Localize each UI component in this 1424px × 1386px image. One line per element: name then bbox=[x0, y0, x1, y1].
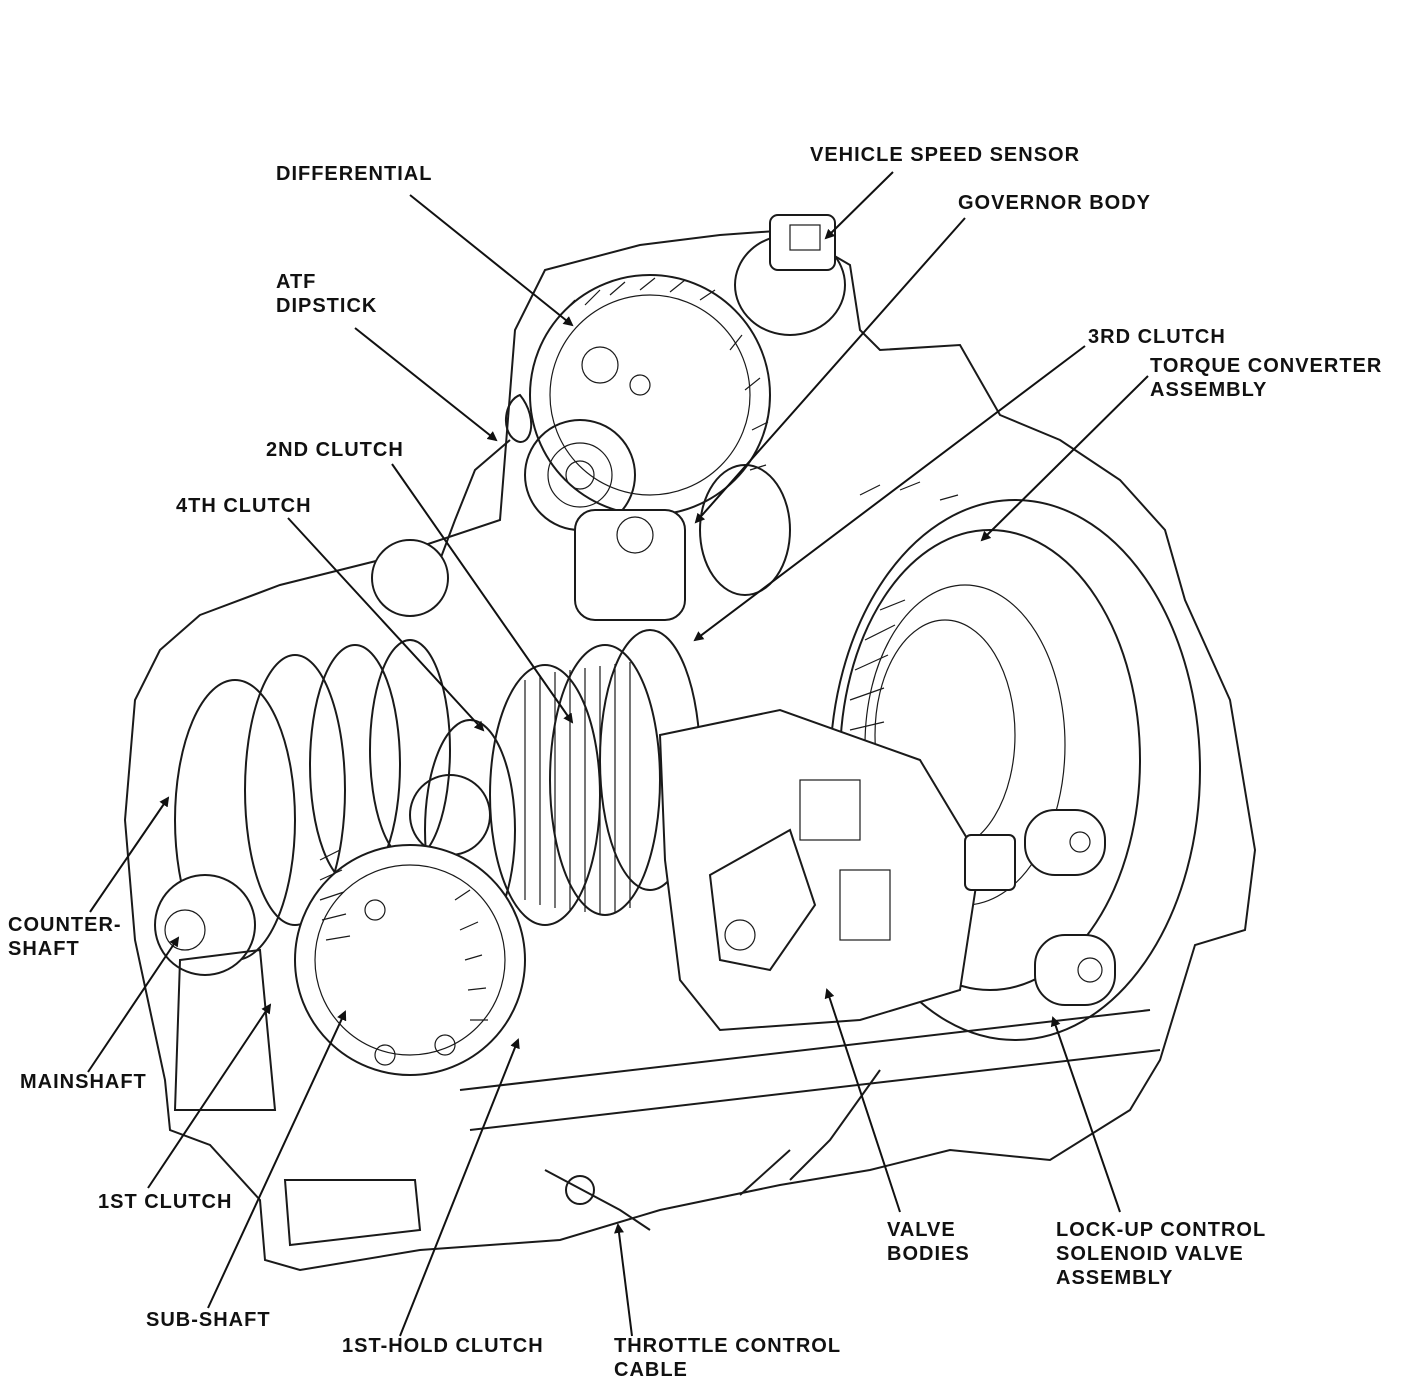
label-first-clutch: 1ST CLUTCH bbox=[98, 1191, 233, 1213]
label-first-hold-clutch: 1ST-HOLD CLUTCH bbox=[342, 1335, 544, 1357]
label-torque-converter: TORQUE CONVERTER ASSEMBLY bbox=[1150, 355, 1383, 401]
leader-sub-shaft bbox=[207, 1010, 347, 1309]
label-atf-dipstick: ATF DIPSTICK bbox=[276, 271, 378, 317]
leader-first-clutch bbox=[147, 1003, 272, 1189]
label-throttle-control-cable: THROTTLE CONTROL CABLE bbox=[614, 1335, 842, 1381]
label-vehicle-speed-sensor: VEHICLE SPEED SENSOR bbox=[810, 144, 1081, 166]
label-differential: DIFFERENTIAL bbox=[276, 163, 433, 185]
leader-valve-bodies bbox=[824, 988, 901, 1213]
valve-bodies-part bbox=[658, 708, 982, 1032]
label-sub-shaft: SUB-SHAFT bbox=[146, 1309, 271, 1331]
leader-governor-body bbox=[694, 217, 966, 524]
leader-mainshaft bbox=[87, 936, 180, 1073]
transmission-illustration bbox=[123, 214, 1257, 1272]
label-countershaft: COUNTER- SHAFT bbox=[8, 914, 122, 960]
leader-differential bbox=[409, 194, 574, 327]
leader-atf-dipstick bbox=[354, 327, 498, 442]
differential-gear bbox=[524, 274, 771, 531]
label-fourth-clutch: 4TH CLUTCH bbox=[176, 495, 312, 517]
label-governor-body: GOVERNOR BODY bbox=[958, 192, 1152, 214]
governor-body-part bbox=[574, 464, 791, 621]
leader-lockup-solenoid bbox=[1050, 1016, 1121, 1213]
leader-throttle-control-cable bbox=[614, 1223, 633, 1337]
label-lockup-solenoid: LOCK-UP CONTROL SOLENOID VALVE ASSEMBLY bbox=[1056, 1219, 1267, 1289]
gear-teeth bbox=[319, 277, 959, 1021]
leader-vehicle-speed-sensor bbox=[824, 171, 894, 240]
leader-fourth-clutch bbox=[287, 517, 485, 732]
leader-second-clutch bbox=[391, 463, 574, 724]
atf-dipstick-part bbox=[371, 393, 533, 617]
leader-third-clutch bbox=[693, 345, 1086, 642]
label-mainshaft: MAINSHAFT bbox=[20, 1071, 147, 1093]
vehicle-speed-sensor-part bbox=[734, 214, 846, 336]
lower-housing bbox=[173, 948, 1161, 1247]
leader-torque-converter bbox=[980, 375, 1149, 542]
label-second-clutch: 2ND CLUTCH bbox=[266, 439, 404, 461]
sub-shaft-gear bbox=[294, 844, 526, 1076]
lockup-solenoid-part bbox=[964, 809, 1116, 1006]
leader-lines bbox=[87, 171, 1149, 1337]
leader-countershaft bbox=[89, 796, 170, 913]
leader-first-hold-clutch bbox=[399, 1038, 520, 1337]
label-valve-bodies: VALVE BODIES bbox=[887, 1219, 970, 1265]
label-third-clutch: 3RD CLUTCH bbox=[1088, 326, 1226, 348]
